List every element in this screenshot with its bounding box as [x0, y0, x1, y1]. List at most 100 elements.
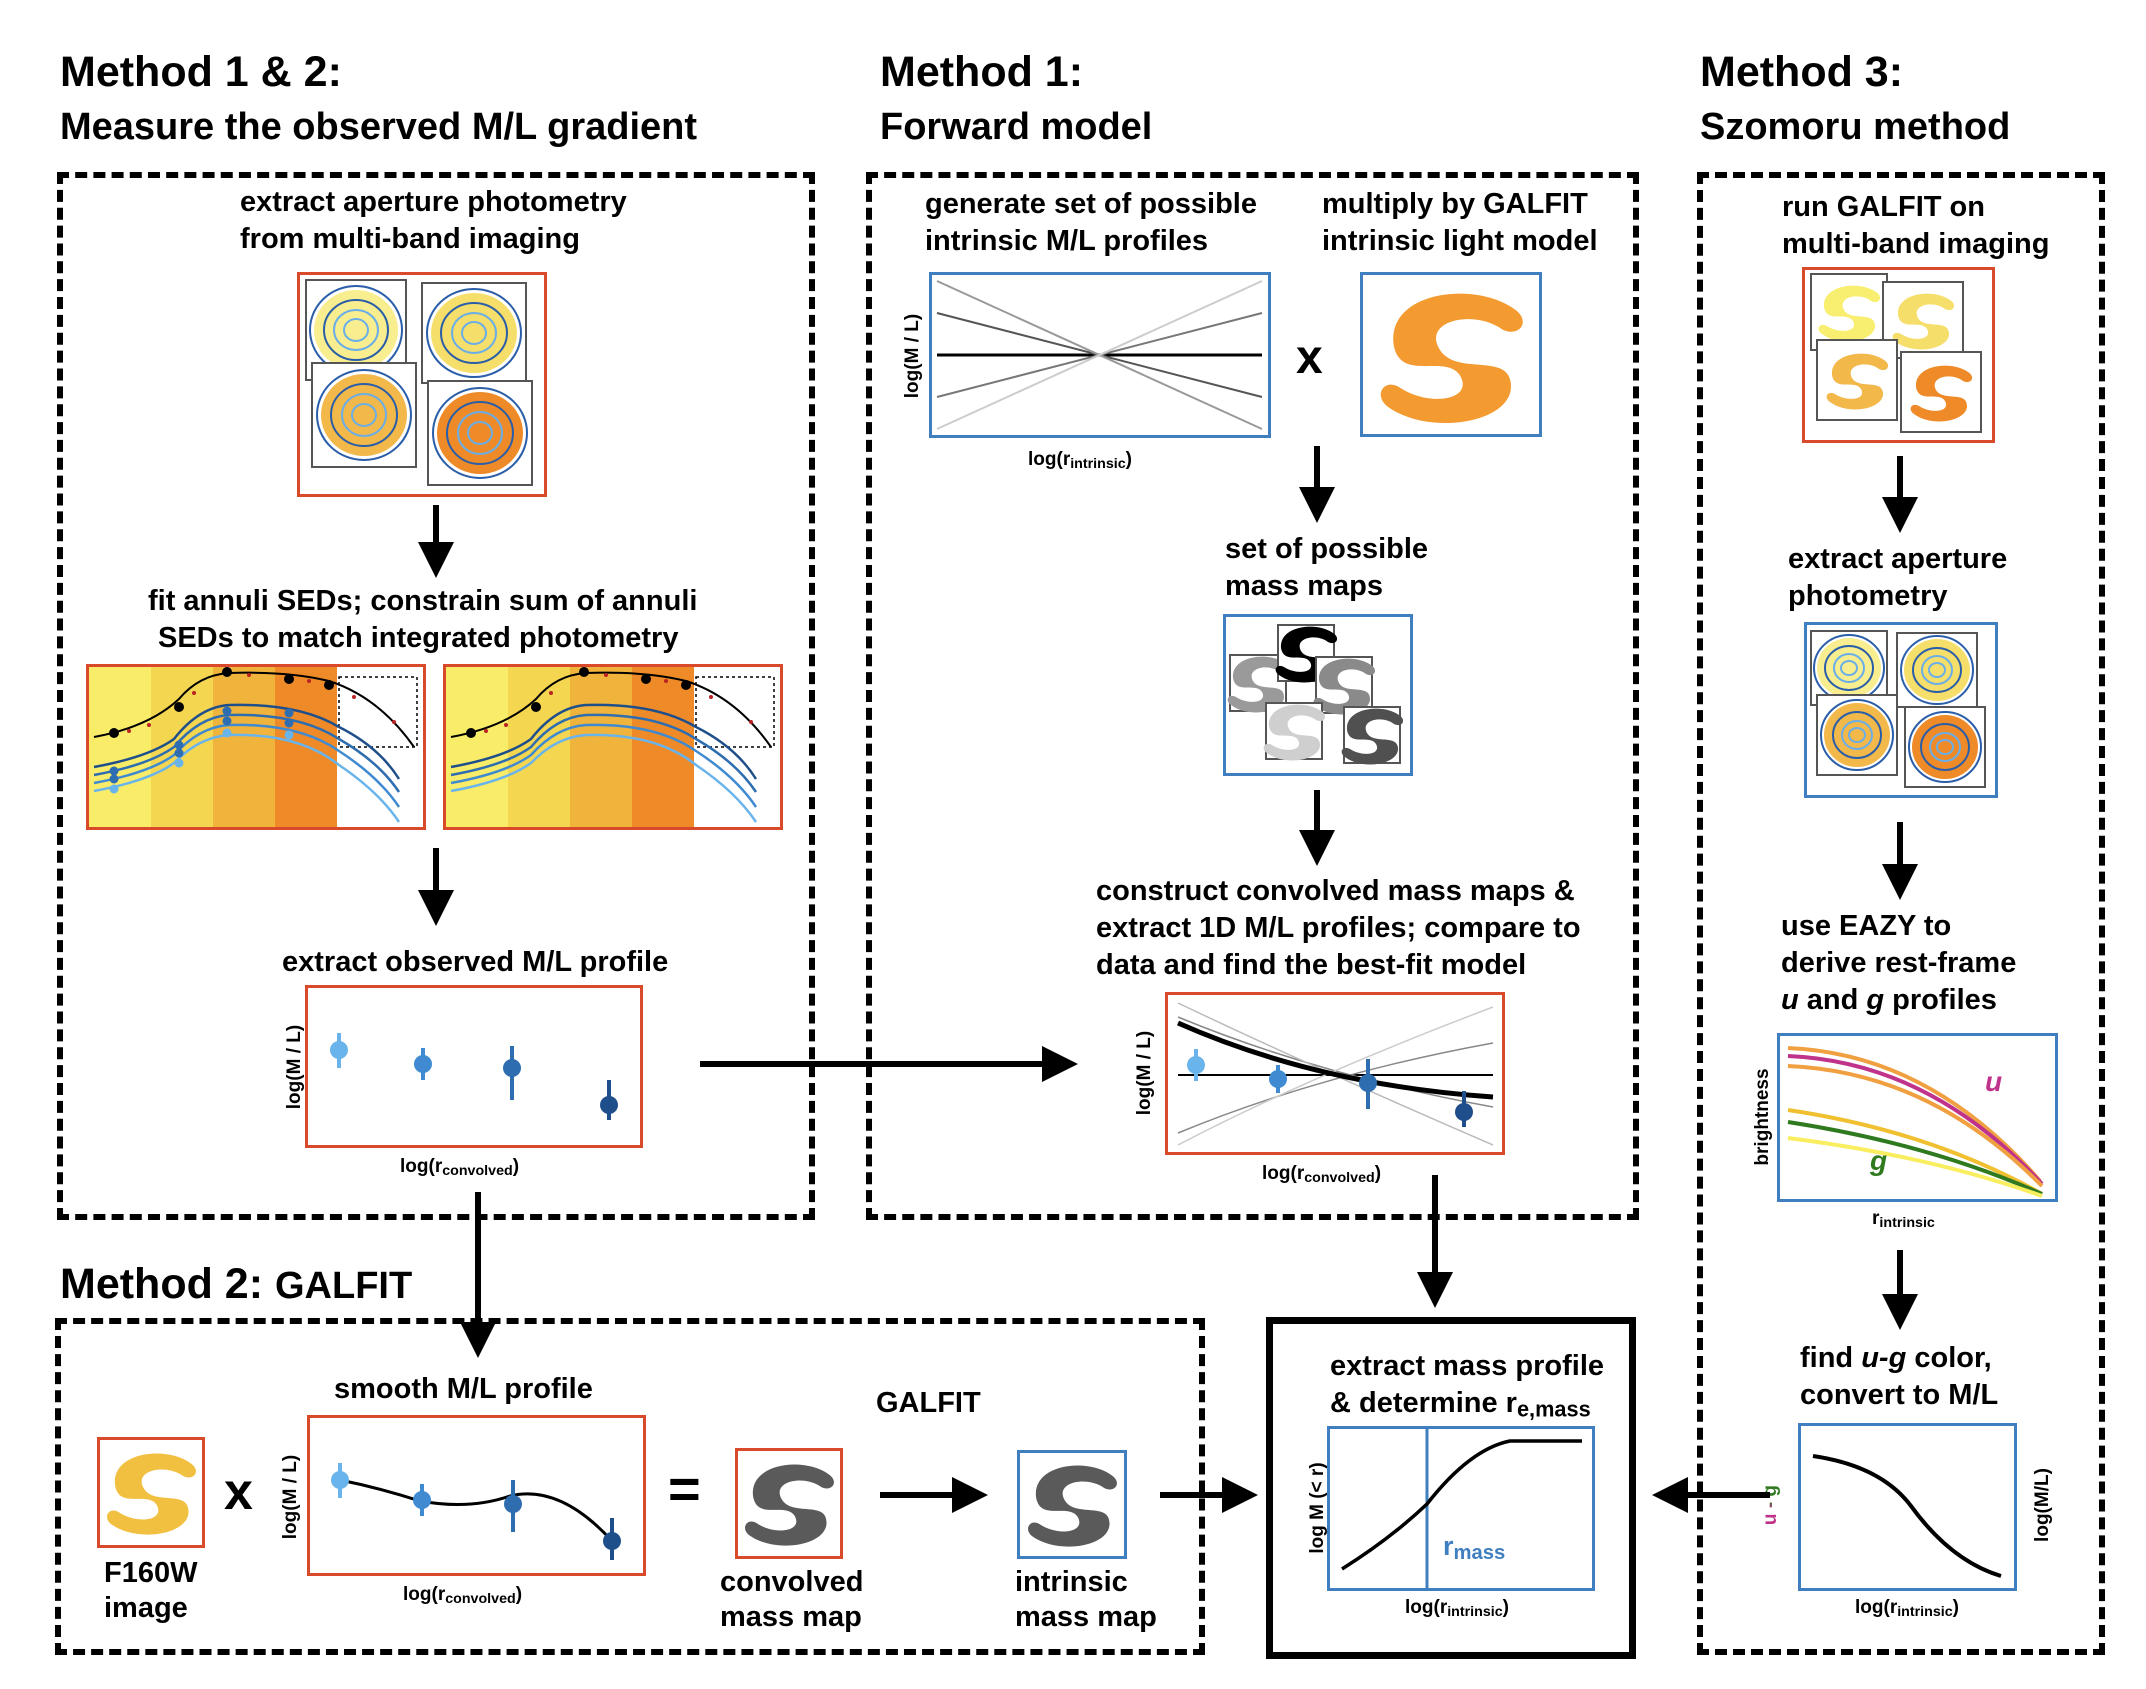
find-ug-l2: convert to M/L	[1800, 1379, 1999, 1411]
yellow-galaxy-icon	[107, 1453, 196, 1535]
brightness-xlabel-main: r	[1872, 1208, 1880, 1229]
brightness-plot	[1777, 1033, 2058, 1202]
find-ug-l1: find u-g color,	[1800, 1339, 1992, 1377]
brightness-xlabel-sub: intrinsic	[1879, 1214, 1935, 1231]
method1-subtitle: Forward model	[880, 106, 1153, 148]
method2-title-text: Method 2:	[60, 1260, 264, 1308]
aperture-cutout-3	[311, 362, 417, 468]
mass-maps-l2: mass maps	[1225, 570, 1383, 602]
equals-sign: =	[668, 1457, 701, 1520]
sed-fit-panel-right	[443, 664, 783, 830]
observed-ml-xlabel-main: log(r	[400, 1156, 443, 1177]
construct-maps-l3: data and find the best-fit model	[1096, 949, 1527, 981]
intrinsic-ml-xlabel-end: )	[1125, 449, 1132, 470]
gray-galaxy-icon-2	[1028, 1465, 1117, 1547]
method3-title: Method 3:	[1700, 48, 1904, 96]
bestfit-ml-xlabel: log(rconvolved)	[1262, 1163, 1381, 1186]
method2-tool: GALFIT	[275, 1265, 413, 1307]
convolved-mass-map-l1: convolved	[720, 1566, 864, 1598]
u-band-label: u	[1985, 1066, 2003, 1097]
aperture-cutout-4	[427, 380, 533, 486]
observed-ml-xlabel: log(rconvolved)	[400, 1156, 519, 1179]
multiply-sign-m2: x	[224, 1463, 253, 1521]
mass-profile-ylabel: log M (< r)	[1307, 1462, 1328, 1554]
multiply-sign: x	[1296, 331, 1323, 384]
step-fit-seds-l1: fit annuli SEDs; constrain sum of annuli	[148, 585, 698, 617]
eazy-profiles: profiles	[1884, 984, 1997, 1016]
extract-aperture-l2: photometry	[1788, 580, 1948, 612]
method12-title: Method 1 & 2:	[60, 48, 342, 96]
step-extract-photometry-l1: extract aperture photometry	[240, 186, 627, 218]
intrinsic-ml-ylabel: log(M / L)	[902, 313, 923, 399]
bestfit-ml-xlabel-sub: convolved	[1304, 1169, 1375, 1186]
gen-profiles-l2: intrinsic M/L profiles	[925, 225, 1209, 257]
brightness-ylabel: brightness	[1752, 1068, 1773, 1166]
ug-ylabel: u - g	[1760, 1460, 1782, 1550]
final-l2-sub: e,mass	[1516, 1396, 1591, 1422]
color-ml-xlabel-sub: intrinsic	[1897, 1603, 1953, 1620]
mass-profile-xlabel: log(rintrinsic)	[1405, 1597, 1509, 1620]
color-ml-plot	[1798, 1423, 2017, 1591]
convolved-mass-map-l2: mass map	[720, 1601, 862, 1633]
bestfit-ml-xlabel-main: log(r	[1262, 1163, 1305, 1184]
color-ml-xlabel-main: log(r	[1855, 1597, 1898, 1618]
observed-ml-xlabel-end: )	[512, 1156, 520, 1177]
construct-maps-l1: construct convolved mass maps &	[1096, 875, 1575, 907]
observed-ml-ylabel: log(M / L)	[284, 1024, 305, 1110]
f160w-label-l2: image	[104, 1592, 188, 1624]
ml-ylabel-right: log(M/L)	[2032, 1468, 2053, 1542]
mass-profile-plot	[1327, 1426, 1595, 1591]
f160w-label-l1: F160W	[104, 1557, 198, 1589]
mass-maps-l1: set of possible	[1225, 533, 1429, 565]
sed-fit-panel-left	[86, 664, 426, 830]
orange-galaxy-icon	[1380, 293, 1523, 424]
rmass-label: rmass	[1443, 1531, 1505, 1565]
method3-subtitle: Szomoru method	[1700, 106, 2011, 148]
step-fit-seds-l2: SEDs to match integrated photometry	[158, 622, 679, 654]
method12-subtitle: Measure the observed M/L gradient	[60, 106, 698, 148]
method1-panel	[866, 172, 1639, 1220]
mass-profile-xlabel-main: log(r	[1405, 1597, 1448, 1618]
g-band-label: g	[1870, 1145, 1888, 1176]
final-l2-main: & determine r	[1330, 1387, 1517, 1419]
final-l1: extract mass profile	[1330, 1350, 1605, 1382]
gen-profiles-l1: generate set of possible	[925, 188, 1257, 220]
f160w-image	[97, 1437, 205, 1548]
multiband-galfit-models	[1802, 267, 1995, 443]
intrinsic-mass-map	[1017, 1450, 1127, 1559]
final-l2: & determine re,mass	[1330, 1384, 1591, 1428]
eazy-u: u	[1781, 984, 1799, 1016]
galfit-light-model	[1360, 272, 1542, 437]
ug-ylabel-text: u - g	[1760, 1484, 1781, 1526]
multiply-galfit-l1: multiply by GALFIT	[1322, 188, 1588, 220]
rmass-main: r	[1443, 1531, 1454, 1561]
method2-title: Method 2: GALFIT	[60, 1258, 412, 1312]
smooth-ml-xlabel-sub: convolved	[445, 1590, 516, 1607]
color-ml-xlabel: log(rintrinsic)	[1855, 1597, 1959, 1620]
eazy-g: g	[1866, 984, 1885, 1016]
intrinsic-ml-profiles-plot	[929, 272, 1271, 438]
multiply-galfit-l2: intrinsic light model	[1322, 225, 1598, 257]
possible-mass-maps	[1223, 614, 1413, 776]
construct-maps-l2: extract 1D M/L profiles; compare to	[1096, 912, 1581, 944]
bestfit-ml-ylabel: log(M / L)	[1134, 1030, 1155, 1116]
galfit-arrow-label: GALFIT	[876, 1387, 981, 1419]
method12-panel	[57, 172, 815, 1220]
step-extract-photometry-l2: from multi-band imaging	[240, 223, 580, 255]
smooth-ml-label: smooth M/L profile	[334, 1373, 593, 1405]
find-text: find	[1800, 1342, 1862, 1374]
extract-aperture-l1: extract aperture	[1788, 543, 2008, 575]
convolved-mass-map	[735, 1448, 843, 1559]
intrinsic-ml-xlabel-main: log(r	[1028, 449, 1071, 470]
intrinsic-mass-map-l2: mass map	[1015, 1601, 1157, 1633]
smooth-ml-xlabel-main: log(r	[403, 1584, 446, 1605]
bestfit-ml-plot	[1165, 992, 1505, 1155]
rmass-sub: mass	[1453, 1542, 1506, 1565]
multiband-aperture-image	[297, 272, 547, 497]
intrinsic-ml-xlabel-sub: intrinsic	[1070, 455, 1126, 472]
smooth-ml-ylabel: log(M / L)	[280, 1454, 301, 1540]
observed-ml-xlabel-sub: convolved	[442, 1162, 513, 1179]
run-galfit-l1: run GALFIT on	[1782, 191, 1985, 223]
find-color: color,	[1906, 1342, 1992, 1374]
szomoru-aperture-image	[1804, 622, 1998, 798]
